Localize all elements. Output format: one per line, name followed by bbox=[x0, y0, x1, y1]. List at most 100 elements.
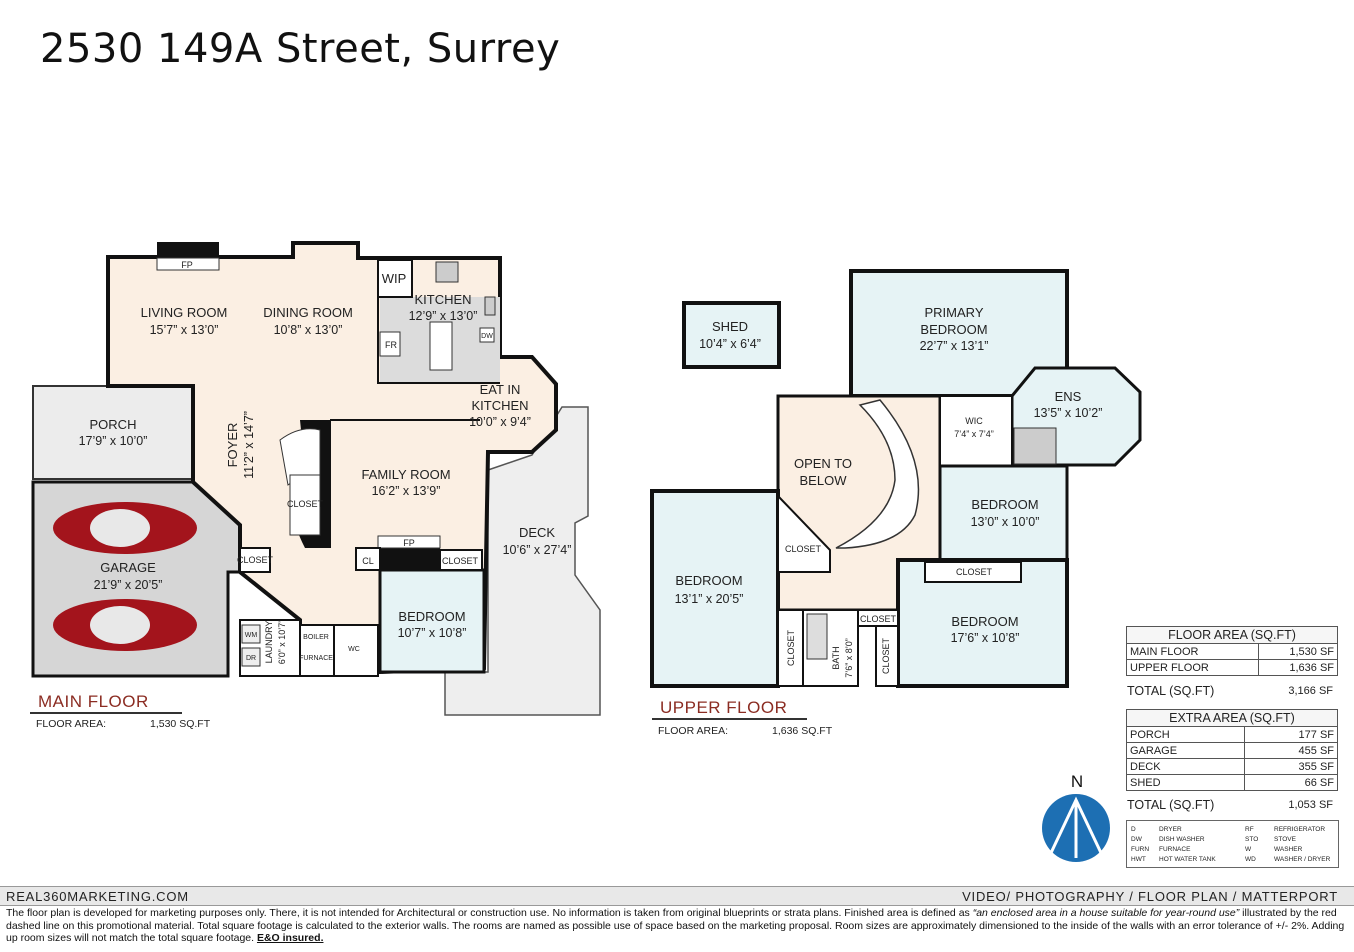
ens-label: ENS bbox=[1055, 389, 1082, 404]
deck-label: DECK bbox=[519, 525, 555, 540]
main-floor-area-value: 1,530 SQ.FT bbox=[150, 718, 211, 730]
wic-label: WIC bbox=[965, 416, 983, 426]
svg-text:6’0” x 10’7”: 6’0” x 10’7” bbox=[277, 620, 287, 665]
upper-stair bbox=[835, 399, 920, 549]
porch-area bbox=[32, 385, 194, 480]
closet-b-box bbox=[924, 561, 1022, 583]
extra-area-total-value: 1,053 SF bbox=[1288, 799, 1333, 811]
footer-website[interactable]: REAL360MARKETING.COM bbox=[6, 889, 189, 904]
floor-area-total-value: 3,166 SF bbox=[1288, 685, 1333, 697]
upper-floor-area-label: FLOOR AREA: bbox=[658, 725, 729, 737]
footer-bar bbox=[0, 886, 1354, 906]
upper-floor-label: UPPER FLOOR bbox=[660, 698, 788, 717]
closet1-box bbox=[289, 474, 321, 536]
svg-text:10’6” x 27’4”: 10’6” x 27’4” bbox=[503, 543, 572, 557]
svg-text:10’7” x 10’8”: 10’7” x 10’8” bbox=[398, 626, 467, 640]
svg-text:N: N bbox=[1071, 772, 1083, 791]
closet-d-label: CLOSET bbox=[860, 614, 897, 624]
main-floor-label: MAIN FLOOR bbox=[38, 692, 149, 711]
main-bedroom-label: BEDROOM bbox=[398, 609, 465, 624]
closet2-box bbox=[239, 547, 271, 573]
dw-label: DW bbox=[481, 333, 493, 340]
closet3-label: CLOSET bbox=[442, 556, 479, 566]
wc-area bbox=[333, 624, 379, 677]
closet-a-label: CLOSET bbox=[785, 544, 822, 554]
furnace-label: FURNACE bbox=[299, 655, 333, 662]
bedroom2-area bbox=[938, 464, 1069, 562]
fr-label: FR bbox=[385, 340, 397, 350]
closet-a-box bbox=[777, 493, 831, 573]
svg-text:BELOW: BELOW bbox=[800, 473, 848, 488]
svg-text:7’6” x 8’0”: 7’6” x 8’0” bbox=[844, 638, 854, 678]
floor-area-total-label: TOTAL (SQ.FT) bbox=[1127, 684, 1215, 698]
closet2-label: CLOSET bbox=[237, 555, 274, 565]
cl-label: CL bbox=[362, 556, 374, 566]
boiler-label: BOILER bbox=[303, 634, 329, 641]
sink-icon bbox=[484, 296, 496, 316]
svg-text:17’6” x 10’8”: 17’6” x 10’8” bbox=[951, 631, 1020, 645]
closet-e-label: CLOSET bbox=[881, 637, 891, 674]
eat-in-label: EAT IN bbox=[480, 382, 521, 397]
dining-room-label: DINING ROOM bbox=[263, 305, 353, 320]
svg-text:BEDROOM: BEDROOM bbox=[920, 322, 987, 337]
primary-bedroom-label: PRIMARY bbox=[925, 305, 984, 320]
living-room-label: LIVING ROOM bbox=[141, 305, 228, 320]
closet3-box bbox=[439, 549, 483, 571]
disclaimer-text: The floor plan is developed for marketin… bbox=[6, 907, 1345, 944]
upper-floor-underline bbox=[652, 718, 807, 720]
open-to-below-label: OPEN TO bbox=[794, 456, 852, 471]
dishwasher-box bbox=[479, 327, 495, 343]
svg-text:12’9” x 13’0”: 12’9” x 13’0” bbox=[409, 309, 478, 323]
bedroom3-label: BEDROOM bbox=[675, 573, 742, 588]
svg-text:10’0” x 9’4”: 10’0” x 9’4” bbox=[469, 415, 531, 429]
closet-c-label: CLOSET bbox=[786, 629, 796, 666]
wc-label: WC bbox=[348, 646, 360, 653]
svg-text:13’5” x 10’2”: 13’5” x 10’2” bbox=[1034, 406, 1103, 420]
bath-label: BATH bbox=[831, 646, 841, 669]
closet-d-box bbox=[857, 609, 899, 627]
wip-label: WIP bbox=[382, 271, 407, 286]
svg-text:KITCHEN: KITCHEN bbox=[471, 398, 528, 413]
dr-label: DR bbox=[246, 655, 256, 662]
compass-icon: N bbox=[1042, 772, 1110, 862]
fp1-label: FP bbox=[181, 260, 193, 270]
abbreviation-legend: D DRYER RF REFRIGERATOR DW DISH WASHER S… bbox=[1126, 820, 1339, 868]
bedroom2-label: BEDROOM bbox=[971, 497, 1038, 512]
foyer-label: FOYER bbox=[225, 423, 240, 468]
svg-text:22’7” x 13’1”: 22’7” x 13’1” bbox=[920, 339, 989, 353]
shed-label: SHED bbox=[712, 319, 748, 334]
page-title: 2530 149A Street, Surrey bbox=[40, 26, 561, 72]
floor-area-header: FLOOR AREA (SQ.FT) bbox=[1126, 626, 1338, 644]
kitchen-island bbox=[429, 321, 453, 371]
svg-text:15’7” x 13’0”: 15’7” x 13’0” bbox=[150, 323, 219, 337]
shed-area bbox=[682, 301, 781, 369]
footer-services: VIDEO/ PHOTOGRAPHY / FLOOR PLAN / MATTER… bbox=[962, 889, 1338, 904]
svg-text:21’9” x 20’5”: 21’9” x 20’5” bbox=[94, 578, 163, 592]
bedroom3-area bbox=[650, 489, 780, 688]
svg-text:11’2” x 14’7”: 11’2” x 14’7” bbox=[242, 411, 256, 479]
closet1-label: CLOSET bbox=[287, 499, 324, 509]
cl-box bbox=[355, 547, 381, 571]
svg-text:17’9” x 10’0”: 17’9” x 10’0” bbox=[79, 434, 148, 448]
stove-icon bbox=[435, 261, 459, 283]
fp2-label: FP bbox=[403, 538, 415, 548]
extra-area-header: EXTRA AREA (SQ.FT) bbox=[1126, 709, 1338, 727]
family-room-label: FAMILY ROOM bbox=[361, 467, 450, 482]
svg-text:7’4” x 7’4”: 7’4” x 7’4” bbox=[954, 429, 994, 439]
wm-label: WM bbox=[245, 632, 258, 639]
svg-text:13’1” x 20’5”: 13’1” x 20’5” bbox=[675, 592, 744, 606]
upper-floor-area-value: 1,636 SQ.FT bbox=[772, 725, 833, 737]
utility-area bbox=[299, 624, 335, 677]
wip-room bbox=[377, 259, 413, 298]
svg-text:10’4” x 6’4”: 10’4” x 6’4” bbox=[699, 337, 761, 351]
garage-label: GARAGE bbox=[100, 560, 156, 575]
